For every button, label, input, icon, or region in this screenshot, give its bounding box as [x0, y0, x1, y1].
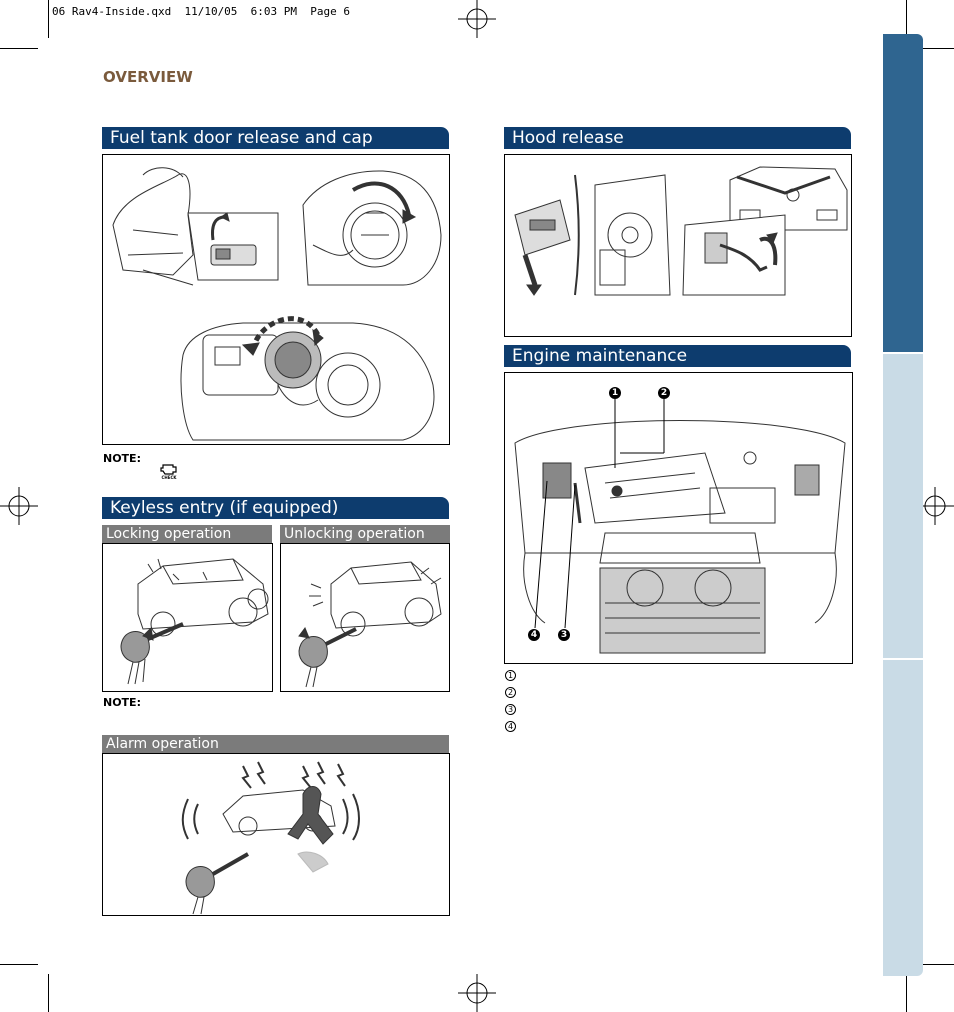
locking-illustration [102, 543, 273, 692]
registration-mark-top [458, 0, 496, 38]
check-engine-icon: CHECK [160, 463, 178, 480]
engine-callout-3: 3 [558, 629, 570, 641]
alarm-illustration [102, 753, 450, 916]
engine-illustration: 1 2 4 3 [504, 372, 853, 664]
engine-legend-2: 2 [505, 687, 516, 698]
hood-illustration [504, 154, 852, 337]
engine-section-header: Engine maintenance [504, 345, 851, 367]
fuel-section-header: Fuel tank door release and cap [102, 127, 449, 149]
fuel-illustration [102, 154, 450, 445]
alarm-subheader: Alarm operation [102, 735, 449, 753]
tab-2 [883, 354, 923, 658]
engine-legend-3: 3 [505, 704, 516, 715]
engine-legend-1: 1 [505, 670, 516, 681]
engine-callout-4: 4 [528, 629, 540, 641]
registration-mark-left [0, 487, 38, 525]
keyless-note-label: NOTE: [103, 696, 141, 709]
page-title: OVERVIEW [103, 68, 193, 86]
locking-drawing [120, 558, 269, 685]
engine-legend-4: 4 [505, 721, 516, 732]
fuel-note-label: NOTE: [103, 452, 141, 465]
unlocking-illustration [280, 543, 450, 692]
tab-overview-active [883, 34, 923, 352]
file-slug: 06 Rav4-Inside.qxd 11/10/05 6:03 PM Page… [52, 5, 351, 18]
engine-callout-1: 1 [609, 387, 621, 399]
fuel-door-drawing [112, 167, 442, 441]
hood-drawing [514, 166, 848, 296]
engine-bay-drawing [514, 399, 846, 654]
hood-section-header: Hood release [504, 127, 851, 149]
keyless-section-header: Keyless entry (if equipped) [102, 497, 449, 519]
check-engine-label: CHECK [161, 475, 177, 480]
unlocking-drawing [298, 561, 442, 688]
tab-3 [883, 660, 923, 976]
registration-mark-bottom [458, 974, 496, 1012]
alarm-drawing [181, 761, 360, 915]
engine-callout-2: 2 [658, 387, 670, 399]
unlocking-subheader: Unlocking operation [280, 525, 450, 543]
locking-subheader: Locking operation [102, 525, 272, 543]
